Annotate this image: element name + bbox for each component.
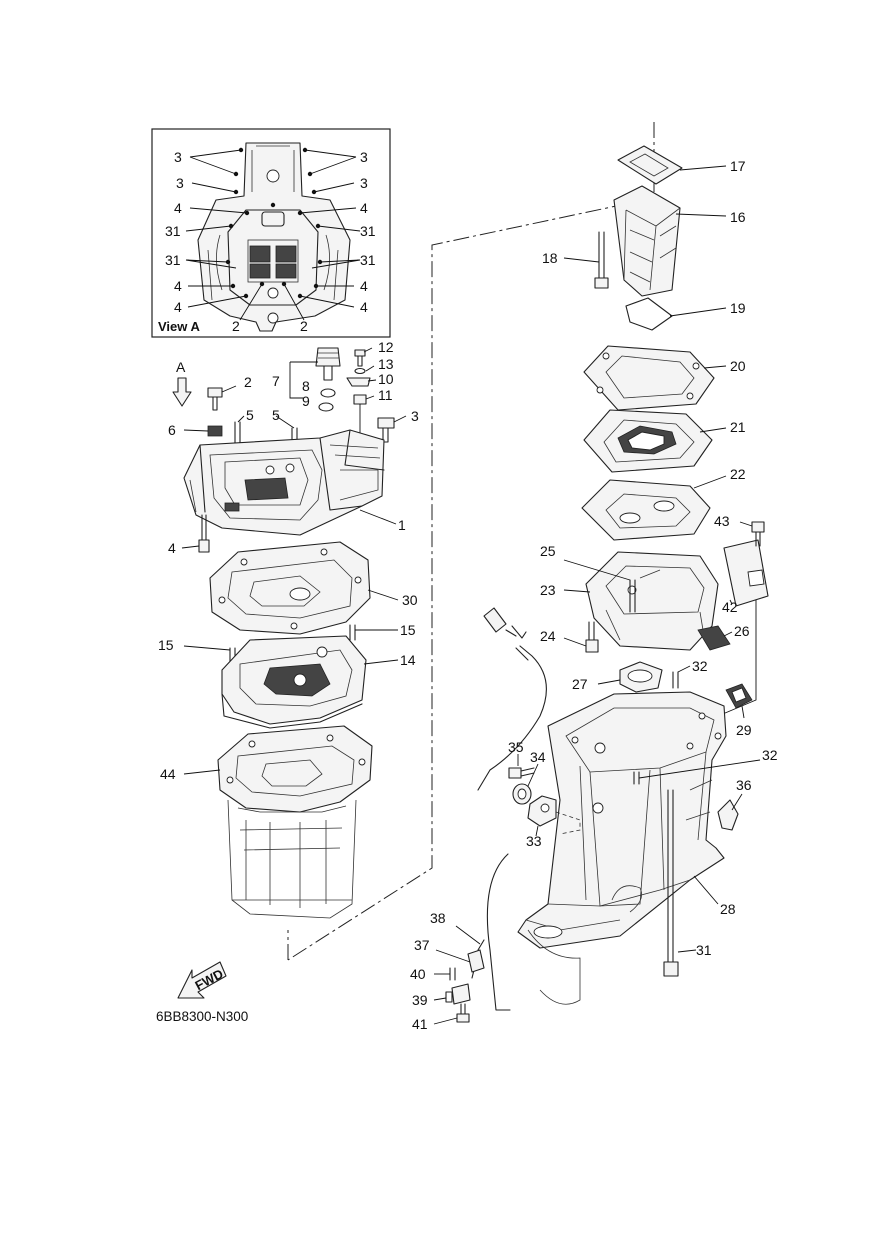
callout-4: 4 bbox=[168, 540, 176, 556]
fwd-label: FWD bbox=[192, 966, 225, 993]
arrow-a-label: A bbox=[176, 359, 186, 375]
callout-9: 9 bbox=[302, 393, 310, 409]
callout-3: 3 bbox=[411, 408, 419, 424]
callout-4: 4 bbox=[360, 278, 368, 294]
fwd-arrow: FWD bbox=[177, 961, 227, 999]
callout-31: 31 bbox=[360, 252, 376, 268]
callout-7: 7 bbox=[272, 373, 280, 389]
callout-1: 1 bbox=[398, 517, 406, 533]
callout-13: 13 bbox=[378, 356, 394, 372]
callout-15: 15 bbox=[400, 622, 416, 638]
callout-25: 25 bbox=[540, 543, 556, 559]
callout-44: 44 bbox=[160, 766, 176, 782]
callout-43: 43 bbox=[714, 513, 730, 529]
callout-31: 31 bbox=[165, 252, 181, 268]
callout-5: 5 bbox=[246, 407, 254, 423]
callout-17: 17 bbox=[730, 158, 746, 174]
callout-2: 2 bbox=[232, 318, 240, 334]
diagram-code: 6BB8300-N300 bbox=[156, 1009, 248, 1024]
callout-28: 28 bbox=[720, 901, 736, 917]
callout-35: 35 bbox=[508, 739, 524, 755]
callout-3: 3 bbox=[174, 149, 182, 165]
callout-31: 31 bbox=[165, 223, 181, 239]
callout-18: 18 bbox=[542, 250, 558, 266]
callout-29: 29 bbox=[736, 722, 752, 738]
callout-4: 4 bbox=[174, 299, 182, 315]
callout-12: 12 bbox=[378, 339, 394, 355]
upper-case-assembly: A 2 7 8 9 12 13 10 11 3 bbox=[158, 339, 419, 919]
callout-2: 2 bbox=[244, 374, 252, 390]
callout-23: 23 bbox=[540, 582, 556, 598]
callout-16: 16 bbox=[730, 209, 746, 225]
callout-32: 32 bbox=[692, 658, 708, 674]
callout-2: 2 bbox=[300, 318, 308, 334]
callout-32: 32 bbox=[762, 747, 778, 763]
upper-casing: 28 32 29 36 31 bbox=[517, 683, 778, 1005]
callout-3: 3 bbox=[360, 175, 368, 191]
callout-4: 4 bbox=[174, 278, 182, 294]
callout-22: 22 bbox=[730, 466, 746, 482]
callout-10: 10 bbox=[378, 371, 394, 387]
view-a-label: View A bbox=[158, 319, 201, 334]
callout-31: 31 bbox=[360, 223, 376, 239]
callout-37: 37 bbox=[414, 937, 430, 953]
callout-39: 39 bbox=[412, 992, 428, 1008]
mount-parts: 35 34 33 bbox=[508, 739, 581, 849]
callout-36: 36 bbox=[736, 777, 752, 793]
wire-harness bbox=[477, 607, 547, 1011]
callout-31: 31 bbox=[696, 942, 712, 958]
fwd-arrow-icon bbox=[177, 961, 227, 999]
callout-6: 6 bbox=[168, 422, 176, 438]
callout-21: 21 bbox=[730, 419, 746, 435]
callout-27: 27 bbox=[572, 676, 588, 692]
exhaust-assembly: 17 16 18 19 20 21 22 bbox=[540, 145, 769, 717]
callout-5: 5 bbox=[272, 407, 280, 423]
callout-20: 20 bbox=[730, 358, 746, 374]
callout-33: 33 bbox=[526, 833, 542, 849]
view-a-inset: 3 3 3 3 4 4 31 31 31 31 4 4 4 4 2 2 View… bbox=[151, 128, 391, 338]
callout-8: 8 bbox=[302, 378, 310, 394]
callout-19: 19 bbox=[730, 300, 746, 316]
callout-42: 42 bbox=[722, 599, 738, 615]
callout-3: 3 bbox=[176, 175, 184, 191]
callout-4: 4 bbox=[360, 299, 368, 315]
view-direction-arrow-icon bbox=[172, 377, 192, 407]
callout-3: 3 bbox=[360, 149, 368, 165]
callout-15: 15 bbox=[158, 637, 174, 653]
callout-14: 14 bbox=[400, 652, 416, 668]
callout-41: 41 bbox=[412, 1016, 428, 1032]
callout-11: 11 bbox=[378, 387, 393, 403]
callout-38: 38 bbox=[430, 910, 446, 926]
callout-24: 24 bbox=[540, 628, 556, 644]
lower-sensor-parts: 38 37 40 39 41 bbox=[410, 910, 485, 1032]
callout-26: 26 bbox=[734, 623, 750, 639]
callout-40: 40 bbox=[410, 966, 426, 982]
callout-30: 30 bbox=[402, 592, 418, 608]
callout-4: 4 bbox=[174, 200, 182, 216]
callout-4: 4 bbox=[360, 200, 368, 216]
callout-34: 34 bbox=[530, 749, 546, 765]
